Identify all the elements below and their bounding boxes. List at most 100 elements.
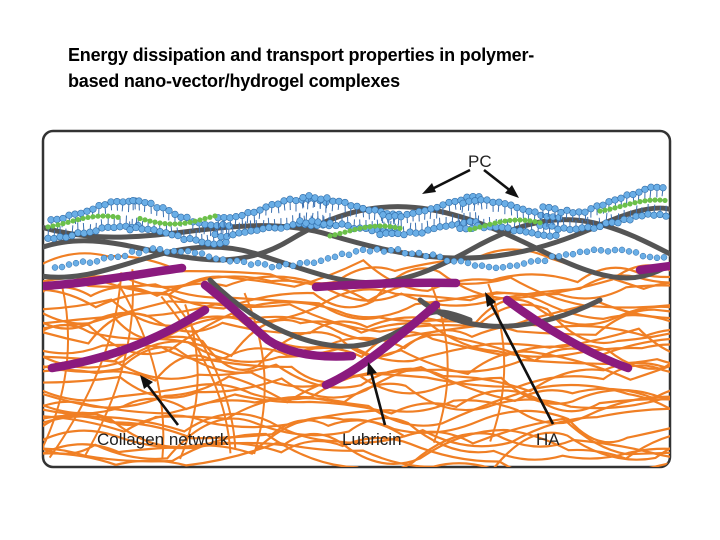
pc-head [499, 264, 507, 271]
pc-head [92, 227, 100, 235]
label-arrows [140, 168, 555, 426]
pc-head-green [502, 218, 508, 224]
pc-head-green [362, 224, 368, 230]
pc-head [545, 203, 553, 212]
pc-head [506, 262, 514, 270]
pc-head [275, 262, 283, 270]
pc-head [605, 198, 613, 206]
pc-head [233, 257, 241, 265]
pc-head [225, 222, 233, 230]
pc-head-green [110, 213, 116, 220]
pc-head [563, 206, 571, 214]
pc-head [625, 248, 633, 255]
pc-head [436, 223, 444, 231]
pc-head [626, 216, 634, 224]
pc-head [620, 215, 628, 224]
pc-head-green [647, 197, 653, 203]
pc-head-green [80, 215, 86, 222]
pc-head [338, 220, 346, 228]
pc-head [562, 251, 570, 258]
pc-head [590, 246, 598, 254]
pc-head [513, 203, 521, 212]
pc-head [596, 222, 604, 231]
lubricin-molecule [47, 305, 210, 373]
pc-head [421, 207, 429, 215]
pc-head [119, 198, 127, 206]
pc-head [436, 253, 444, 261]
pc-head [629, 190, 637, 199]
pc-head [310, 259, 318, 267]
pc-head [638, 212, 646, 220]
pc-head [210, 240, 218, 248]
pc-head [286, 195, 294, 203]
pc-head [429, 251, 437, 258]
pc-head [113, 197, 121, 206]
pc-head [653, 183, 661, 191]
pc-head-green [512, 217, 518, 223]
pc-head [344, 222, 352, 230]
pc-head [464, 259, 472, 267]
pc-head [74, 229, 82, 237]
pc-head [373, 246, 381, 253]
pc-head [317, 195, 325, 203]
slide-title-line-2: based nano-vector/hydrogel complexes [68, 71, 400, 91]
pc-head [213, 222, 221, 230]
pc-head [219, 220, 227, 229]
collagen-fiber [166, 292, 237, 450]
pc-head [171, 210, 179, 218]
pc-head [576, 248, 584, 256]
pc-head [647, 183, 655, 191]
pc-head [247, 261, 255, 268]
collagen-fiber [43, 284, 670, 325]
pc-head [408, 250, 416, 257]
pc-head [314, 218, 322, 226]
pc-head [566, 225, 574, 234]
pc-head [107, 198, 115, 206]
pc-head [501, 200, 509, 208]
pc-head [587, 205, 595, 213]
pc-head [593, 202, 601, 210]
pc-head [385, 213, 393, 221]
pc-head [338, 250, 346, 258]
pc-head [644, 210, 652, 218]
pc-head [83, 207, 91, 215]
pc-head [424, 226, 432, 234]
collagen-fiber [43, 407, 670, 448]
pc-head-green [90, 214, 96, 220]
pc-head-green [537, 220, 543, 226]
pc-head [353, 202, 361, 210]
pc-head [220, 213, 228, 222]
pc-head [510, 227, 518, 235]
pc-head-green [152, 219, 158, 225]
pc-head-green [157, 220, 163, 226]
pc-head [184, 247, 192, 255]
pc-head [156, 227, 164, 236]
pc-head [283, 223, 291, 231]
pc-head [406, 228, 414, 236]
pc-head [552, 231, 560, 240]
pc-head [456, 224, 464, 232]
pc-head [618, 246, 626, 254]
pc-head-green [657, 197, 663, 203]
pc-head [149, 245, 157, 252]
collagen-fiber [43, 374, 670, 409]
pc-head-green [187, 219, 193, 225]
pc-head [226, 257, 234, 265]
pc-head [201, 220, 209, 229]
collagen-network-label: Collagen network [97, 430, 229, 449]
pc-head [177, 213, 185, 221]
pc-head [430, 224, 438, 233]
pc-head-green [55, 222, 61, 228]
pc-head [578, 224, 586, 232]
pc-head [254, 259, 262, 267]
pc-head [141, 198, 149, 207]
pc-head [317, 257, 325, 265]
pc-head [77, 209, 85, 217]
pc-head-green [192, 218, 198, 224]
pc-head [400, 231, 408, 239]
pc-head [641, 185, 649, 193]
pc-head [439, 201, 447, 209]
pc-head [614, 219, 622, 227]
pc-head [44, 234, 52, 242]
pc-head [138, 225, 146, 233]
